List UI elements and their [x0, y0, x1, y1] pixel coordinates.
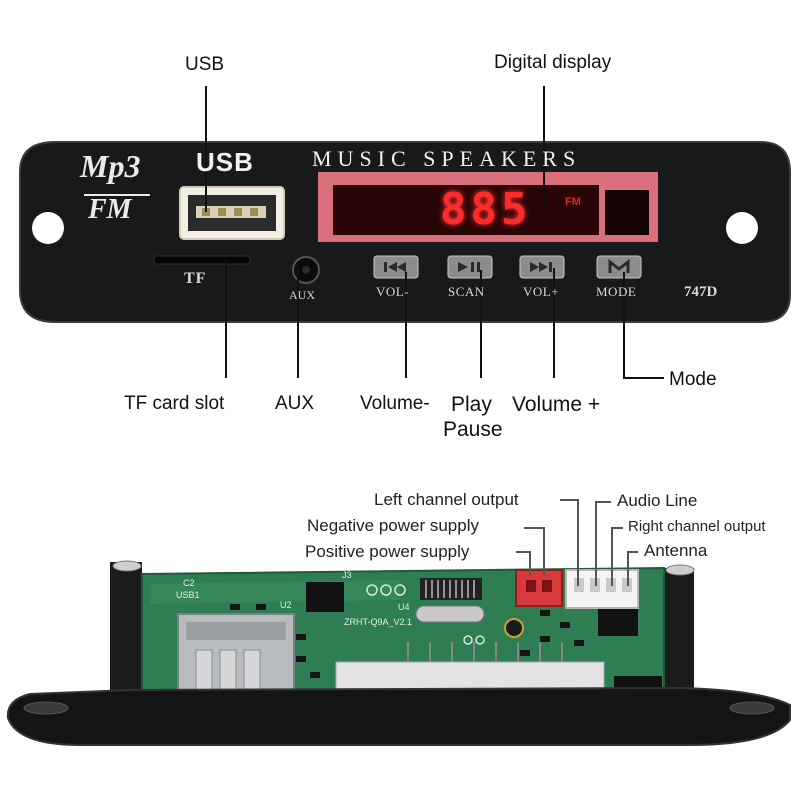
silk-usb1: USB1 — [176, 590, 200, 600]
callout-negative-power-supply: Negative power supply — [307, 516, 479, 535]
display-digits: 885 — [440, 184, 532, 235]
next-icon — [530, 262, 552, 272]
callout-mode: Mode — [669, 369, 717, 390]
mounting-hole-right — [726, 212, 758, 244]
display-window — [333, 185, 599, 235]
crystal-oscillator — [415, 605, 485, 623]
display-unit: FM — [565, 196, 581, 208]
capacitor — [504, 618, 524, 638]
callout-positive-power-supply: Positive power supply — [305, 542, 470, 561]
logo-fm: FM — [88, 194, 132, 225]
callout-left-channel-output: Left channel output — [374, 490, 519, 509]
callout-aux: AUX — [275, 393, 315, 414]
play-pause-icon — [458, 262, 480, 272]
display-indicator-window — [605, 190, 649, 235]
vol-minus-label: VOL- — [376, 284, 410, 299]
scan-label: SCAN — [448, 284, 485, 299]
callout-volume-minus: Volume- — [360, 393, 430, 414]
callout-tf-card-slot: TF card slot — [124, 393, 225, 414]
silk-c2: C2 — [183, 578, 195, 588]
mounting-hole-left — [32, 212, 64, 244]
usb-port-tongue — [196, 206, 266, 218]
callout-digital-display: Digital display — [494, 52, 612, 73]
model-text: 747D — [684, 284, 718, 300]
vol-plus-label: VOL+ — [523, 284, 560, 299]
silk-j3: J3 — [342, 570, 352, 580]
tf-slot — [153, 255, 251, 265]
callout-pause: Pause — [443, 418, 503, 441]
previous-icon — [384, 262, 406, 272]
top-leader-lines — [205, 86, 664, 379]
ic-chip-2 — [598, 606, 638, 636]
power-connector — [515, 569, 563, 607]
callout-right-channel-output: Right channel output — [628, 518, 766, 535]
silk-u4: U4 — [398, 602, 410, 612]
mount-post-left — [110, 562, 142, 712]
callout-audio-line: Audio Line — [617, 491, 698, 510]
logo-mp3: Mp3 — [80, 148, 141, 184]
base-plate — [6, 686, 791, 746]
aux-panel-text: AUX — [289, 288, 315, 302]
callout-play: Play — [451, 393, 492, 416]
mode-icon — [608, 258, 630, 273]
ic-chip-1 — [306, 582, 344, 612]
scan-button[interactable] — [447, 255, 493, 279]
ic-chip-header — [420, 578, 482, 600]
logo-divider — [84, 194, 150, 196]
usb-panel-text: USB — [196, 147, 254, 177]
mode-button[interactable] — [596, 255, 642, 279]
silk-board-code: ZRHT-Q9A_V2.1 — [344, 617, 413, 627]
callout-usb: USB — [185, 54, 225, 75]
mode-label: MODE — [596, 284, 637, 299]
silk-u2: U2 — [280, 600, 292, 610]
tf-panel-text: TF — [184, 270, 207, 287]
callout-antenna: Antenna — [644, 541, 708, 560]
callout-volume-plus: Volume + — [512, 393, 601, 416]
brand-text: MUSIC SPEAKERS — [312, 146, 582, 171]
bottom-leader-lines — [516, 499, 638, 586]
